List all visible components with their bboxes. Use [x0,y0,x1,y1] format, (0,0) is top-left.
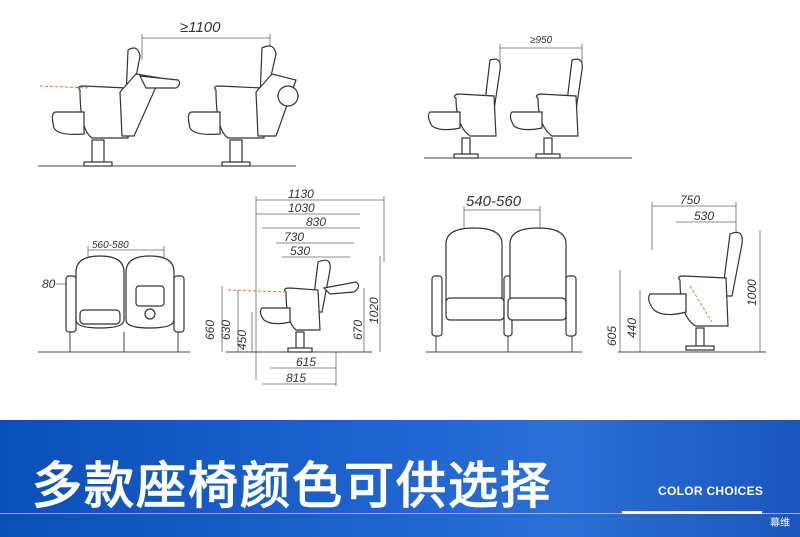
dim-front-width-right: 540-560 [466,193,522,210]
dim-right-height-440: 440 [625,318,639,338]
dim-base-615: 615 [296,355,316,369]
banner-title: 多款座椅颜色可供选择 [32,457,552,515]
banner-divider-highlight [622,511,762,514]
dim-row-spacing-top-left: ≥1100 [180,19,221,36]
top-left-side-view: ≥1100 [38,19,299,167]
dim-height-660: 660 [203,320,217,340]
dim-height-630: 630 [219,320,233,340]
dim-height-450: 450 [235,330,249,350]
top-right-side-view: ≥950 [424,35,632,159]
banner-divider [0,513,800,514]
dim-right-depth-750: 750 [680,193,700,207]
dim-front-width-left: 560-580 [92,240,129,251]
banner-corner-text: 幕维 [770,518,790,529]
dim-height-1020: 1020 [367,297,381,324]
dim-armrest-width: 80 [42,277,56,291]
dim-depth-830: 830 [306,215,326,229]
seat-technical-drawing: ≥1100 ≥950 [38,19,766,386]
dim-depth-1130: 1130 [288,187,314,201]
dim-depth-730: 730 [284,230,304,244]
dim-right-depth-530: 530 [694,209,714,223]
banner-subtitle: COLOR CHOICES [658,484,764,498]
dim-right-height-1000: 1000 [745,279,759,306]
dim-row-spacing-top-right: ≥950 [530,35,553,46]
dim-base-815: 815 [286,371,306,385]
side-view-right: 750 530 605 440 1000 [605,193,766,353]
front-view-right: 540-560 [426,193,582,353]
color-choices-banner: 多款座椅颜色可供选择 COLOR CHOICES 幕维 [0,420,800,537]
dim-depth-530: 530 [290,244,310,258]
dim-height-670: 670 [351,320,365,340]
front-view-left: 560-580 80 [38,240,190,353]
side-view-dimensioned: 1130 1030 830 730 530 660 630 450 670 10… [203,187,385,386]
dim-right-height-605: 605 [605,326,619,346]
dim-depth-1030: 1030 [288,201,315,215]
